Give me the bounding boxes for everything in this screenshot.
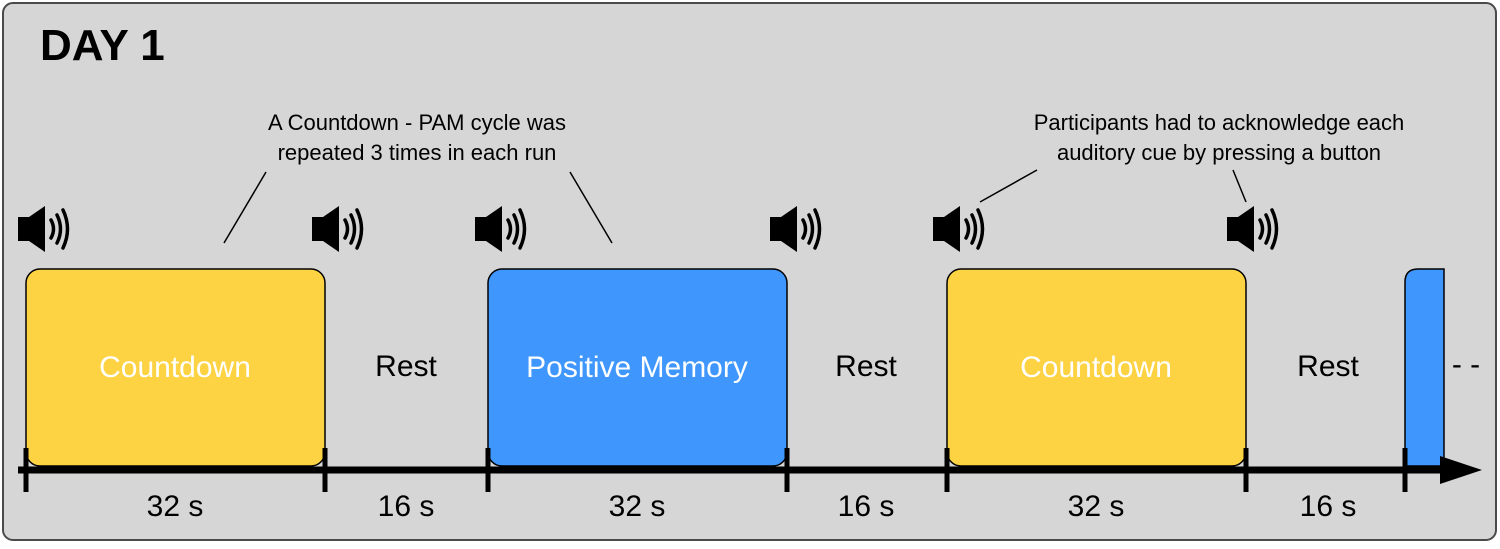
cycle-pointer-left (223, 171, 267, 244)
countdown-block (946, 268, 1247, 467)
timeline-arrowhead (1440, 456, 1482, 484)
rest-label: Rest (1297, 350, 1359, 383)
day-title: DAY 1 (40, 21, 165, 70)
button-annotation-line-2: auditory cue by pressing a button (1057, 140, 1381, 165)
button-annotation-line-1: Participants had to acknowledge each (1034, 110, 1405, 135)
positive-memory-block (487, 268, 788, 467)
cycle-annotation-line-1: A Countdown - PAM cycle was (268, 110, 566, 135)
duration-label: 16 s (838, 490, 895, 523)
cycle-pointer-right (569, 171, 613, 244)
countdown-block-label: Countdown (99, 351, 251, 384)
duration-label: 32 s (147, 490, 204, 523)
timeline-ticks (23, 448, 1408, 492)
duration-label: 16 s (378, 490, 435, 523)
duration-label: 16 s (1300, 490, 1357, 523)
next-block-partial (1404, 268, 1445, 467)
countdown-block-label: Countdown (1020, 351, 1172, 384)
rest-label: Rest (835, 350, 897, 383)
cycle-annotation-line-2: repeated 3 times in each run (278, 140, 557, 165)
continuation-dashes: - - (1452, 348, 1480, 381)
button-pointer-left (979, 169, 1038, 203)
positive-memory-block-label: Positive Memory (526, 351, 748, 384)
countdown-block (25, 268, 326, 467)
duration-label: 32 s (609, 490, 666, 523)
rest-label: Rest (375, 350, 437, 383)
duration-label: 32 s (1068, 490, 1125, 523)
button-pointer-right (1232, 169, 1247, 203)
